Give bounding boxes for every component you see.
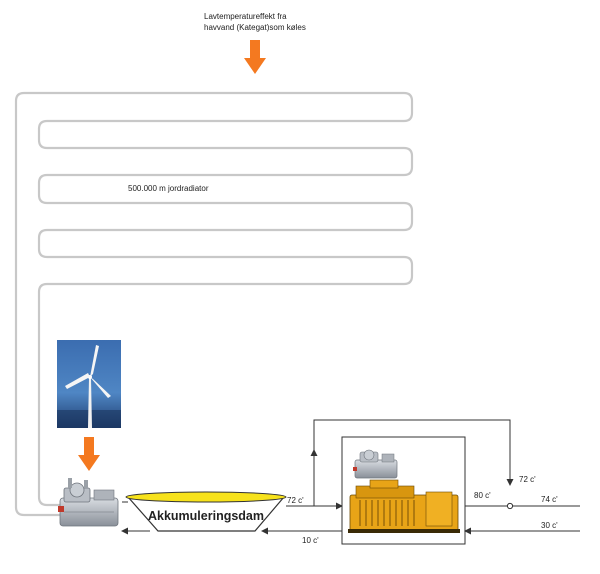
loop-return-temp: 72 c' [519,475,536,484]
district-return-temp: 30 c' [541,521,558,530]
wind-turbine-image [57,340,121,428]
district-supply-temp: 74 c' [541,495,558,504]
heat-input-arrow-icon [244,40,266,74]
pond-label: Akkumuleringsdam [148,509,264,523]
plant-out-temp: 80 c' [474,491,491,500]
pond-water-surface [125,491,287,503]
generator-image [348,479,460,533]
ground-radiator-label: 500.000 m jordradiator [128,184,209,193]
plant-heat-pump-image [353,449,398,479]
ground-radiator-pipe [14,91,414,517]
wind-power-arrow-icon [78,437,100,471]
heat-pump-image [58,478,119,527]
junction-node [506,502,514,510]
cooling-source-note-line2: havvand (Kategat)som køles [204,23,306,32]
pond-out-temp: 72 c' [287,496,304,505]
cooling-source-note-line1: Lavtemperatureffekt fra [204,12,287,21]
pond-in-temp: 10 c' [302,536,319,545]
